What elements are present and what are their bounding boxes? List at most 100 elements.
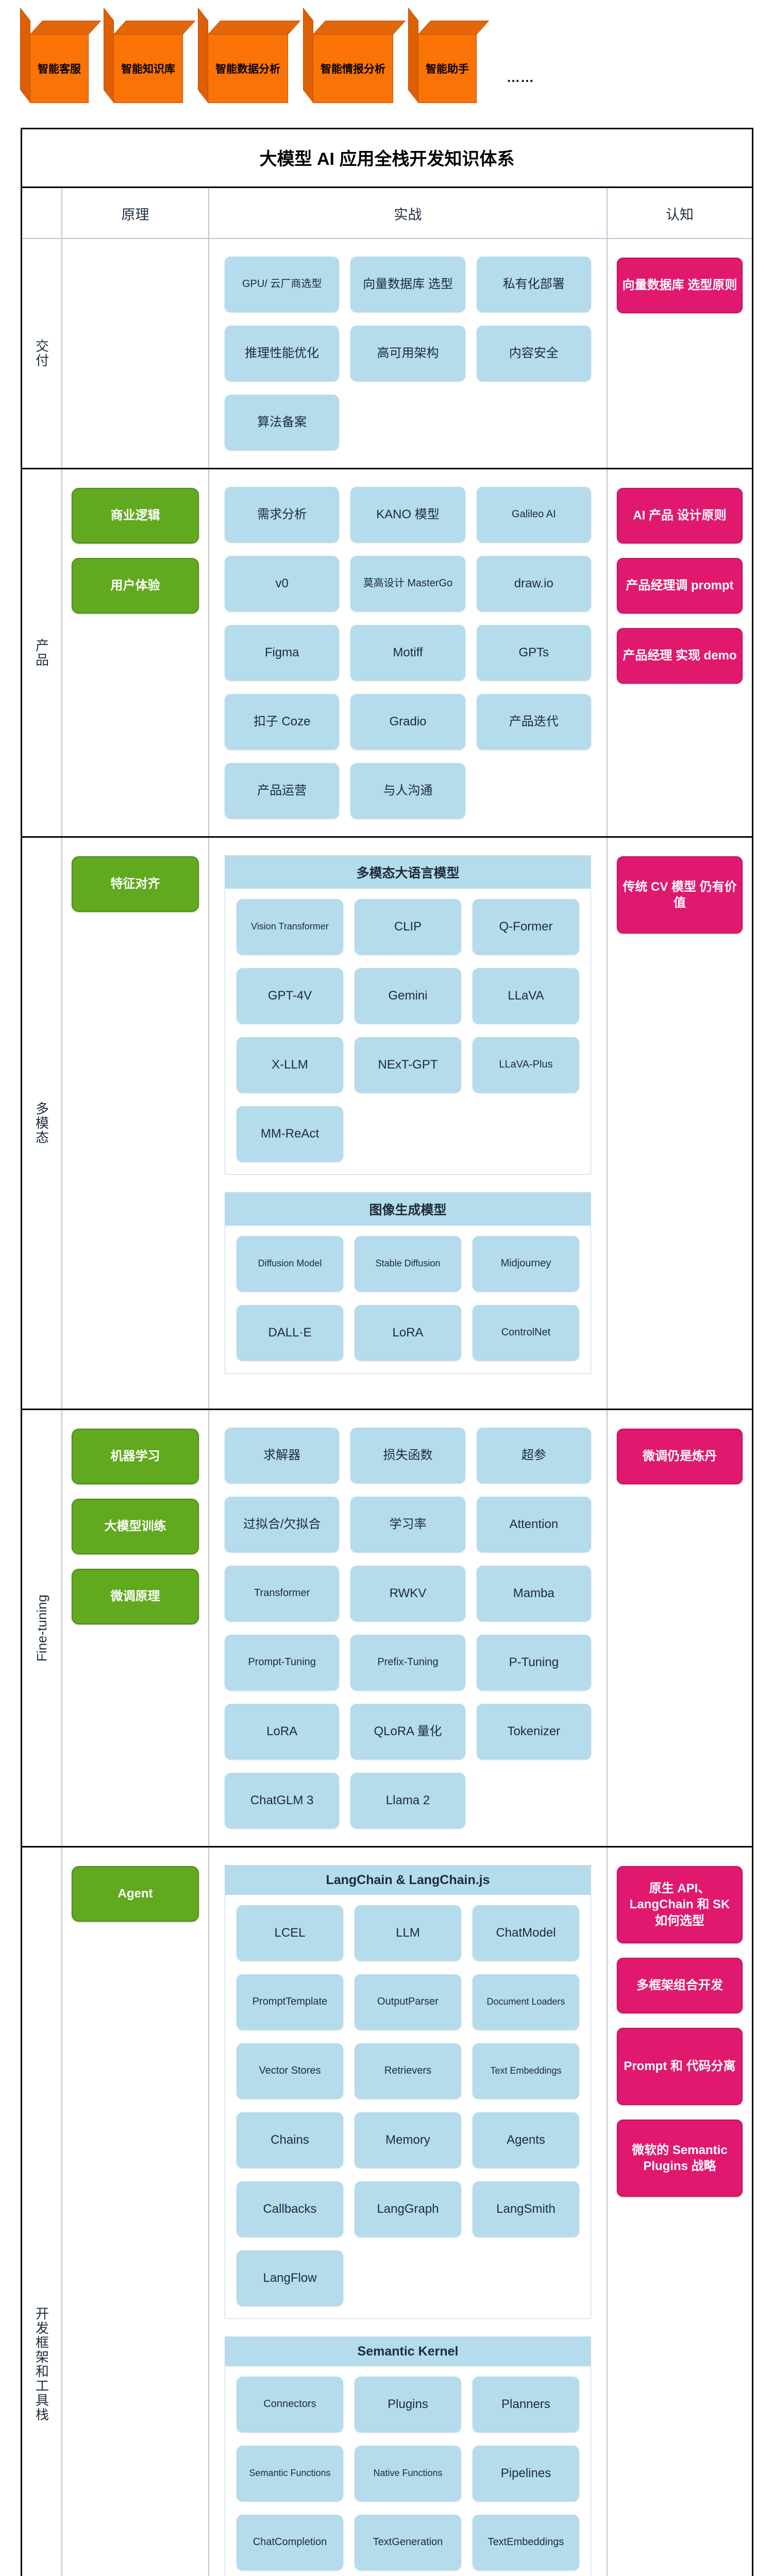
topic-chip[interactable]: Prefix-Tuning bbox=[350, 1635, 465, 1690]
topic-chip[interactable]: 算法备案 bbox=[225, 395, 340, 450]
topic-chip[interactable]: Plugins bbox=[355, 2377, 461, 2432]
topic-chip[interactable]: ChatModel bbox=[473, 1905, 579, 1961]
topic-chip[interactable]: 与人沟通 bbox=[350, 763, 465, 819]
topic-chip[interactable]: Tokenizer bbox=[476, 1704, 591, 1759]
topic-chip[interactable]: LangGraph bbox=[355, 2181, 461, 2237]
topic-chip[interactable]: Agents bbox=[473, 2112, 579, 2168]
topic-chip[interactable]: 扣子 Coze bbox=[225, 694, 340, 750]
topic-chip[interactable]: NExT-GPT bbox=[355, 1037, 461, 1093]
topic-chip[interactable]: 莫高设计 MasterGo bbox=[350, 556, 465, 612]
topic-chip[interactable]: draw.io bbox=[476, 556, 591, 612]
topic-chip[interactable]: LCEL bbox=[237, 1905, 343, 1961]
topic-chip[interactable]: Callbacks bbox=[237, 2181, 343, 2237]
topic-chip[interactable]: Attention bbox=[476, 1497, 591, 1552]
cognition-pill[interactable]: AI 产品 设计原则 bbox=[617, 488, 743, 544]
topic-chip[interactable]: 产品迭代 bbox=[476, 694, 591, 750]
topic-chip[interactable]: TextGeneration bbox=[355, 2515, 461, 2570]
cognition-pill[interactable]: Prompt 和 代码分离 bbox=[617, 2028, 743, 2105]
topic-chip[interactable]: GPTs bbox=[476, 625, 591, 681]
topic-chip[interactable]: PromptTemplate bbox=[237, 1974, 343, 2030]
topic-chip[interactable]: Figma bbox=[225, 625, 340, 681]
topic-chip[interactable]: Memory bbox=[355, 2112, 461, 2168]
topic-chip[interactable]: Vector Stores bbox=[237, 2043, 343, 2099]
topic-chip[interactable]: GPT-4V bbox=[237, 968, 343, 1024]
topic-chip[interactable]: LoRA bbox=[355, 1305, 461, 1361]
topic-chip[interactable]: Document Loaders bbox=[473, 1974, 579, 2030]
topic-chip[interactable]: Gradio bbox=[350, 694, 465, 750]
principle-pill[interactable]: 大模型训练 bbox=[72, 1499, 199, 1554]
scenario-cube[interactable]: 智能情报分析 bbox=[303, 7, 406, 103]
topic-chip[interactable]: Vision Transformer bbox=[237, 899, 343, 955]
topic-chip[interactable]: Pipelines bbox=[473, 2446, 579, 2501]
topic-chip[interactable]: LangFlow bbox=[237, 2250, 343, 2306]
topic-chip[interactable]: Midjourney bbox=[473, 1236, 579, 1292]
topic-chip[interactable]: v0 bbox=[225, 556, 340, 612]
topic-chip[interactable]: CLIP bbox=[355, 899, 461, 955]
principle-pill[interactable]: Agent bbox=[72, 1866, 199, 1922]
topic-chip[interactable]: Llama 2 bbox=[350, 1773, 465, 1828]
topic-chip[interactable]: QLoRA 量化 bbox=[350, 1704, 465, 1759]
topic-chip[interactable]: 求解器 bbox=[225, 1428, 340, 1483]
topic-chip[interactable]: Retrievers bbox=[355, 2043, 461, 2099]
topic-chip[interactable]: 产品运营 bbox=[225, 763, 340, 819]
topic-chip[interactable]: 过拟合/欠拟合 bbox=[225, 1497, 340, 1552]
topic-chip[interactable]: LangSmith bbox=[473, 2181, 579, 2237]
topic-chip[interactable]: OutputParser bbox=[355, 1974, 461, 2030]
topic-chip[interactable]: ChatGLM 3 bbox=[225, 1773, 340, 1828]
cognition-pill[interactable]: 微调仍是炼丹 bbox=[617, 1429, 743, 1484]
topic-chip[interactable]: RWKV bbox=[350, 1566, 465, 1621]
cognition-pill[interactable]: 向量数据库 选型原则 bbox=[617, 258, 743, 313]
topic-chip[interactable]: 高可用架构 bbox=[350, 326, 465, 381]
scenario-cube[interactable]: 智能知识库 bbox=[104, 7, 196, 103]
topic-chip[interactable]: 损失函数 bbox=[350, 1428, 465, 1483]
topic-chip[interactable]: Mamba bbox=[476, 1566, 591, 1621]
topic-chip[interactable]: GPU/ 云厂商选型 bbox=[225, 257, 340, 312]
topic-chip[interactable]: P-Tuning bbox=[476, 1635, 591, 1690]
topic-chip[interactable]: Stable Diffusion bbox=[355, 1236, 461, 1292]
topic-chip[interactable]: ControlNet bbox=[473, 1305, 579, 1361]
topic-chip[interactable]: Chains bbox=[237, 2112, 343, 2168]
topic-chip[interactable]: 内容安全 bbox=[476, 326, 591, 381]
topic-chip[interactable]: Text Embeddings bbox=[473, 2043, 579, 2099]
topic-chip[interactable]: Gemini bbox=[355, 968, 461, 1024]
topic-chip[interactable]: LoRA bbox=[225, 1704, 340, 1759]
topic-chip[interactable]: 需求分析 bbox=[225, 487, 340, 543]
principle-pill[interactable]: 商业逻辑 bbox=[72, 488, 199, 544]
topic-chip[interactable]: ChatCompletion bbox=[237, 2515, 343, 2570]
cognition-pill[interactable]: 原生 API、 LangChain 和 SK 如何选型 bbox=[617, 1866, 743, 1943]
cognition-pill[interactable]: 传统 CV 模型 仍有价值 bbox=[617, 856, 743, 934]
scenario-cube[interactable]: 智能客服 bbox=[20, 7, 102, 103]
topic-chip[interactable]: Q-Former bbox=[473, 899, 579, 955]
topic-chip[interactable]: LLaVA-Plus bbox=[473, 1037, 579, 1093]
topic-chip[interactable]: 私有化部署 bbox=[476, 257, 591, 312]
topic-chip[interactable]: 推理性能优化 bbox=[225, 326, 340, 381]
cognition-pill[interactable]: 产品经理 实现 demo bbox=[617, 628, 743, 684]
cognition-pill[interactable]: 微软的 Semantic Plugins 战略 bbox=[617, 2120, 743, 2197]
topic-chip[interactable]: Native Functions bbox=[355, 2446, 461, 2501]
principle-pill[interactable]: 特征对齐 bbox=[72, 856, 199, 912]
principle-pill[interactable]: 机器学习 bbox=[72, 1429, 199, 1484]
cognition-pill[interactable]: 产品经理调 prompt bbox=[617, 558, 743, 614]
topic-chip[interactable]: Prompt-Tuning bbox=[225, 1635, 340, 1690]
topic-chip[interactable]: MM-ReAct bbox=[237, 1106, 343, 1162]
cognition-pill[interactable]: 多框架组合开发 bbox=[617, 1958, 743, 2013]
topic-chip[interactable]: 学习率 bbox=[350, 1497, 465, 1552]
topic-chip[interactable]: LLM bbox=[355, 1905, 461, 1961]
topic-chip[interactable]: Motiff bbox=[350, 625, 465, 681]
topic-chip[interactable]: TextEmbeddings bbox=[473, 2515, 579, 2570]
scenario-cube[interactable]: 智能助手 bbox=[408, 7, 490, 103]
topic-chip[interactable]: Semantic Functions bbox=[237, 2446, 343, 2501]
topic-chip[interactable]: X-LLM bbox=[237, 1037, 343, 1093]
principle-pill[interactable]: 用户体验 bbox=[72, 558, 199, 614]
topic-chip[interactable]: 超参 bbox=[476, 1428, 591, 1483]
topic-chip[interactable]: Connectors bbox=[237, 2377, 343, 2432]
topic-chip[interactable]: Transformer bbox=[225, 1566, 340, 1621]
topic-chip[interactable]: KANO 模型 bbox=[350, 487, 465, 543]
topic-chip[interactable]: 向量数据库 选型 bbox=[350, 257, 465, 312]
topic-chip[interactable]: Planners bbox=[473, 2377, 579, 2432]
topic-chip[interactable]: Diffusion Model bbox=[237, 1236, 343, 1292]
topic-chip[interactable]: LLaVA bbox=[473, 968, 579, 1024]
topic-chip[interactable]: DALL·E bbox=[237, 1305, 343, 1361]
principle-pill[interactable]: 微调原理 bbox=[72, 1569, 199, 1624]
topic-chip[interactable]: Galileo AI bbox=[476, 487, 591, 543]
